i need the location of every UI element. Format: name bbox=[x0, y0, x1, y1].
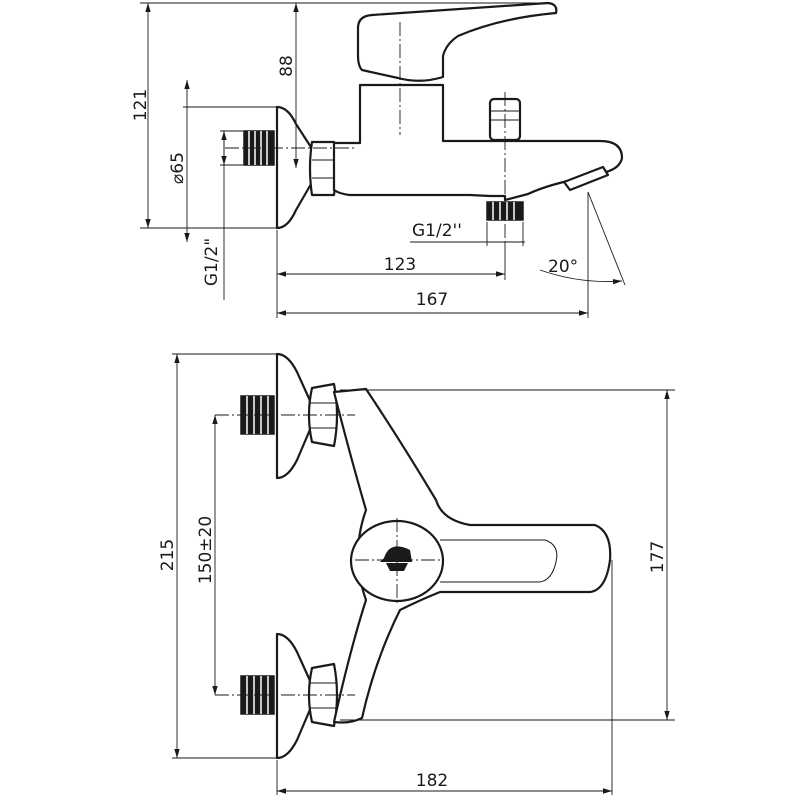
lower-hex-nut bbox=[307, 662, 339, 728]
dim-182-label: 182 bbox=[416, 771, 448, 791]
handle-lever bbox=[356, 1, 558, 82]
side-view: 121 88 ⌀65 G1/2" G1/2'' 123 167 20° bbox=[131, 1, 626, 318]
dim-215-label: 215 bbox=[158, 539, 178, 571]
upper-flange bbox=[275, 352, 314, 480]
lower-flange bbox=[275, 632, 314, 760]
dim-121-label: 121 bbox=[131, 89, 151, 121]
dim-123-label: 123 bbox=[384, 255, 416, 275]
lever-outline bbox=[440, 539, 558, 583]
dim-angle-label: 20° bbox=[548, 257, 578, 277]
dim-inlet-thread-label: G1/2" bbox=[202, 238, 222, 286]
dim-177-label: 177 bbox=[648, 541, 668, 573]
top-view: 215 150±20 177 182 bbox=[158, 352, 675, 795]
dim-diameter-65-label: ⌀65 bbox=[168, 152, 188, 184]
dim-88-label: 88 bbox=[277, 55, 297, 77]
dim-150-label: 150±20 bbox=[196, 516, 216, 584]
dim-167-label: 167 bbox=[416, 290, 448, 310]
dim-outlet-thread-label: G1/2'' bbox=[412, 221, 462, 241]
hex-nut bbox=[308, 140, 338, 197]
spout-aerator bbox=[562, 165, 610, 192]
